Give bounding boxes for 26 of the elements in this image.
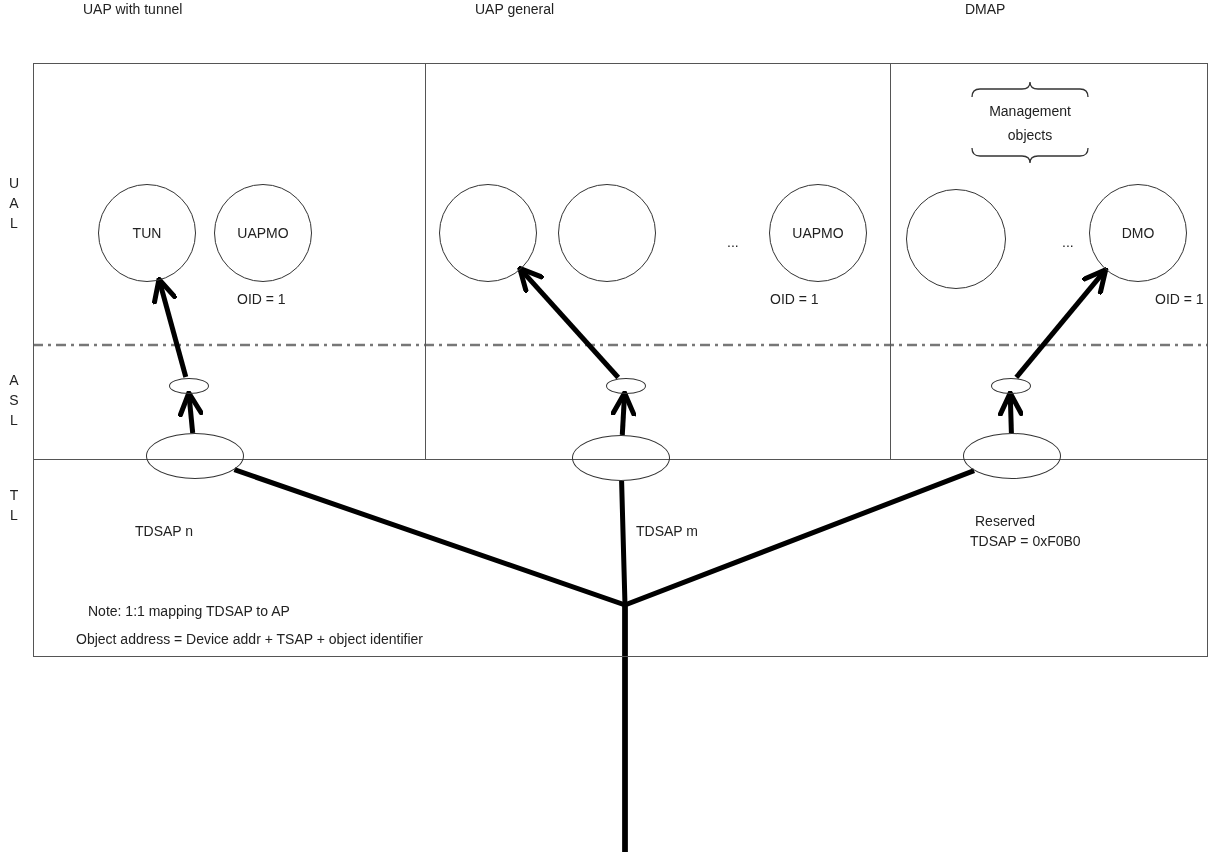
side-label: OID = 1	[237, 291, 286, 307]
arrow	[151, 276, 189, 378]
arrow	[517, 265, 621, 380]
layer-name: U A L	[8, 174, 20, 233]
column-heading: DMAP	[965, 1, 1006, 17]
access-point-label: Reserved	[975, 513, 1035, 529]
arrow	[997, 390, 1024, 434]
access-point-label: TDSAP n	[135, 523, 194, 539]
bracket-label: Management objects	[988, 102, 1072, 145]
layer-name: A S L	[8, 371, 20, 430]
arrow	[1014, 267, 1109, 379]
column-heading: UAP with tunnel	[83, 1, 183, 17]
note-text: Object address = Device addr + TSAP + object identifier	[76, 631, 423, 647]
layer-band	[33, 459, 1208, 657]
column-heading: UAP general	[475, 1, 555, 17]
layer-name: T L	[8, 486, 20, 525]
ellipsis: ...	[1062, 234, 1074, 250]
arrow	[177, 390, 204, 434]
side-label: OID = 1	[770, 291, 819, 307]
access-point-label: TDSAP m	[636, 523, 698, 539]
arrow	[610, 390, 637, 436]
side-label: OID = 1	[1155, 291, 1204, 307]
ellipsis: ...	[727, 234, 739, 250]
note-text: Note: 1:1 mapping TDSAP to AP	[88, 603, 290, 619]
connector-line	[622, 468, 975, 852]
access-point-label: TDSAP = 0xF0B0	[970, 533, 1081, 549]
